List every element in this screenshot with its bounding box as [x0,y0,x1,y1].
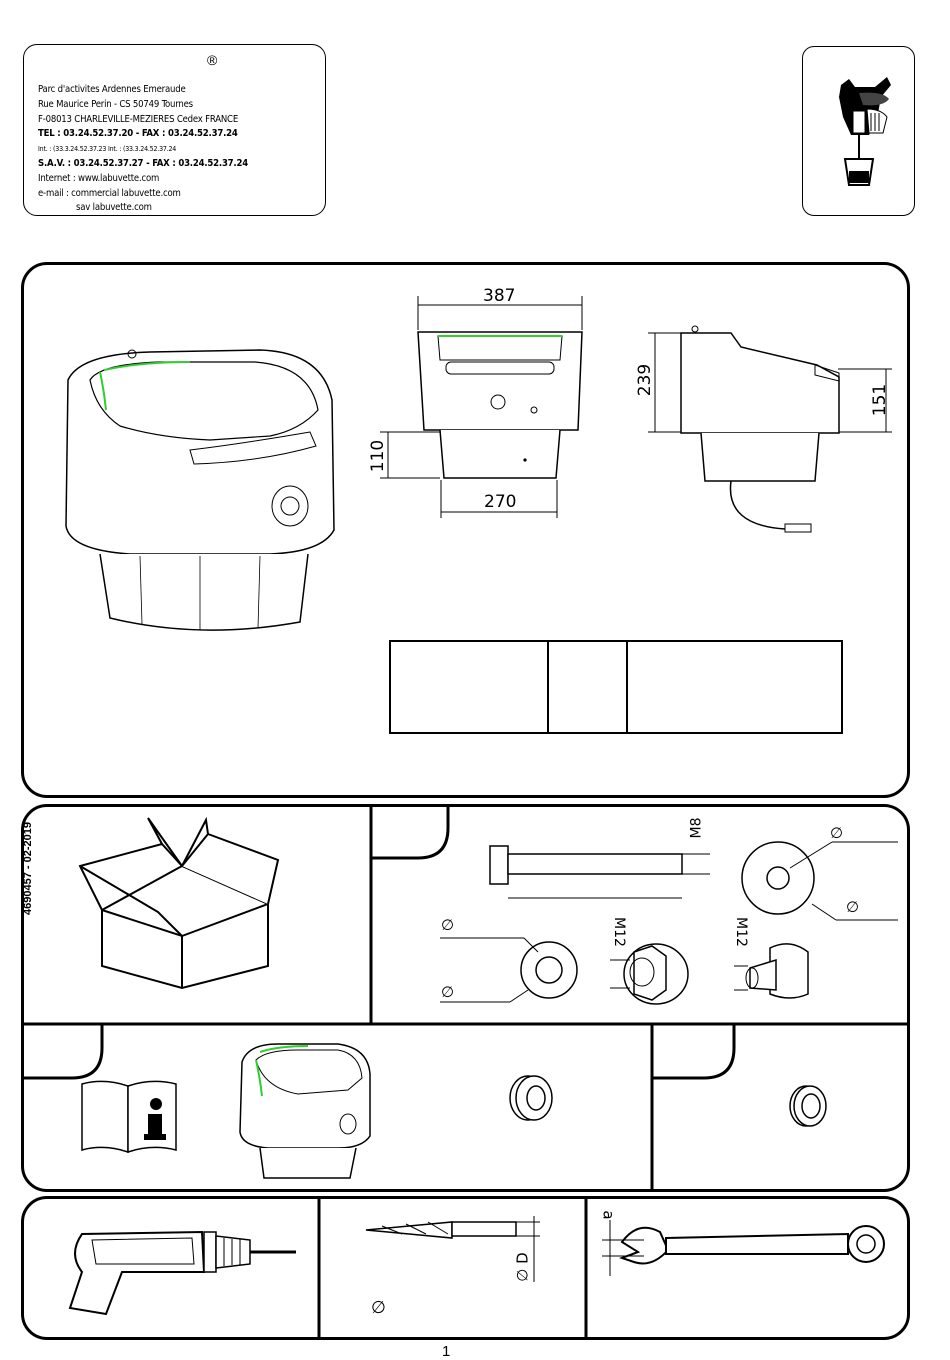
kit-contents-panel [21,804,910,1192]
flange-nut-icon [610,943,689,1005]
power-drill-icon [68,1230,296,1316]
address-line: TEL : 03.24.52.37.20 - FAX : 03.24.52.37… [38,128,238,140]
o-ring-icon [789,1085,827,1127]
product-small-view [239,1043,371,1179]
brand-logo-box [802,46,915,216]
address-lines: Parc d'activites Ardennes Emeraude Rue M… [38,83,248,216]
bolt-m8-icon [489,845,710,899]
rubber-gasket-icon [509,1075,553,1121]
page-number: 1 [442,1343,451,1360]
drill-bit-icon [365,1216,540,1282]
registered-mark: ® [207,52,218,68]
product-front-view [417,331,583,479]
diameter-label: ∅ [830,824,844,842]
kit-dividers [23,806,908,1190]
instruction-manual-icon [81,1080,177,1154]
cow-drinking-icon [839,77,891,186]
wrench-size-label: a [599,1210,618,1220]
washer-large-icon [741,841,898,921]
product-side-view [680,325,840,533]
address-line: F-08013 CHARLEVILLE-MEZIERES Cedex FRANC… [38,113,239,125]
wrench-icon [602,1220,885,1276]
spec-table [389,640,843,734]
address-line: sav labuvette.com [76,202,152,214]
company-address-box: ® Parc d'activites Ardennes Emeraude Rue… [23,44,326,216]
product-overview-panel [21,262,910,798]
packaging-box-icon [78,816,280,990]
address-line: Internet : www.labuvette.com [38,172,160,184]
address-line: Parc d'activites Ardennes Emeraude [38,84,186,95]
address-line: Rue Maurice Perin - CS 50749 Tournes [38,98,193,110]
address-line: e-mail : commercial labuvette.com [38,187,181,199]
product-3d-view [65,349,335,631]
diameter-label: ∅ [846,898,860,916]
tools-panel [21,1196,910,1340]
drill-diameter-label: ∅ D [513,1252,532,1282]
diameter-label: ∅ [371,1298,386,1318]
diameter-label: ∅ [441,983,455,1001]
threaded-insert-icon [734,943,809,999]
dim-width-base: 270 [484,492,517,512]
address-line: Int. : (33.3.24.52.37.23 Int. : (33.3.24… [38,145,177,154]
address-line: S.A.V. : 03.24.52.37.27 - FAX : 03.24.52… [38,157,248,169]
washer-small-icon [440,937,578,1003]
diameter-label: ∅ [441,916,455,934]
dim-width-top: 387 [483,286,516,306]
dimension-lines-front [380,296,892,518]
